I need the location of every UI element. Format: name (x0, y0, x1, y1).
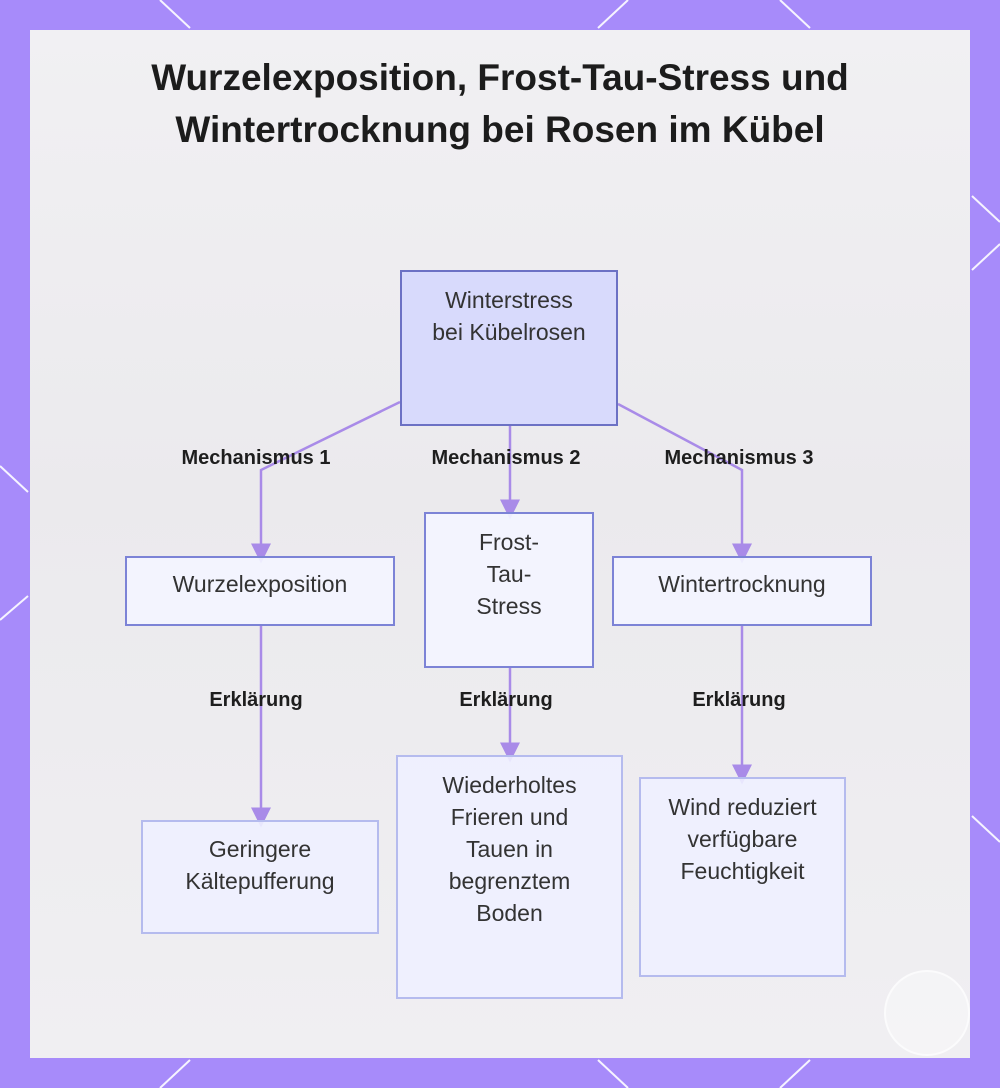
edge-label-erklaerung-2: Erklärung (459, 689, 553, 711)
edge-root-mech1 (251, 400, 401, 564)
edge-root-mech3 (617, 402, 752, 564)
node-wurzelexposition-label: Wurzelexposition (172, 571, 348, 597)
node-wind-reduziert-label: Wind reduziert verfügbare Feuchtigkeit (668, 794, 817, 884)
node-geringere-kaeltepufferung-label: Geringere Kältepufferung (185, 836, 335, 894)
edge-label-erklaerung-3: Erklärung (692, 689, 786, 711)
node-winterstress-label: Winterstress bei Kübelrosen (432, 287, 586, 345)
node-wintertrocknung: Wintertrocknung (612, 556, 872, 626)
node-wind-reduziert: Wind reduziert verfügbare Feuchtigkeit (639, 777, 846, 977)
edge-label-erklaerung-1: Erklärung (209, 689, 303, 711)
edge-label-mechanismus-1: Mechanismus 1 (181, 447, 331, 469)
watermark-seal (884, 970, 970, 1056)
node-winterstress: Winterstress bei Kübelrosen (400, 270, 618, 426)
node-wintertrocknung-label: Wintertrocknung (658, 571, 826, 597)
node-frost-tau-stress: Frost-Tau-Stress (424, 512, 594, 668)
edge-label-mechanismus-3: Mechanismus 3 (664, 447, 814, 469)
edge-label-mechanismus-2: Mechanismus 2 (431, 447, 581, 469)
node-wiederholtes-frieren: Wiederholtes Frieren und Tauen in begren… (396, 755, 623, 999)
node-wiederholtes-frieren-label: Wiederholtes Frieren und Tauen in begren… (442, 772, 577, 926)
node-wurzelexposition: Wurzelexposition (125, 556, 395, 626)
diagram-title: Wurzelexposition, Frost-Tau-Stress und W… (151, 57, 849, 150)
node-frost-tau-stress-label: Frost-Tau-Stress (476, 529, 542, 619)
node-geringere-kaeltepufferung: Geringere Kältepufferung (141, 820, 379, 934)
